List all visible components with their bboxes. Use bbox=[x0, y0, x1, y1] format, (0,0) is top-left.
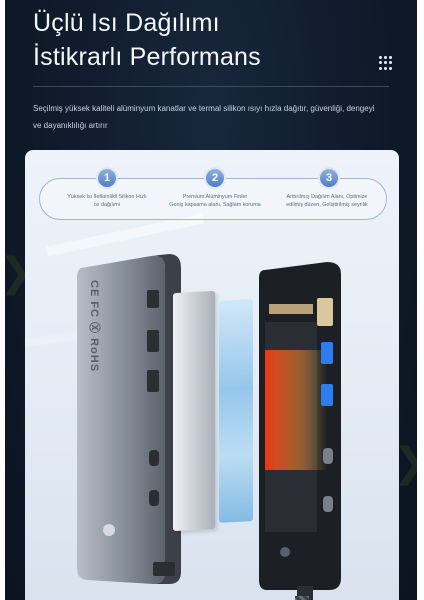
step-2-line-1: Premium Alüminyum Finler bbox=[182, 194, 248, 200]
step-1-text: Yüksek Isı İletkenlikli Silikon Hızlı ıs… bbox=[48, 193, 166, 209]
step-1-line-2: ısı dağılımı bbox=[93, 202, 121, 208]
header-divider bbox=[33, 86, 389, 87]
step-3-line-1: Arttırılmış Dağılım Alanı, Optimize bbox=[286, 194, 368, 200]
step-1-line-1: Yüksek Isı İletkenlikli Silikon Hızlı bbox=[67, 194, 147, 200]
step-3-badge: 3 bbox=[320, 169, 338, 187]
step-2-text: Premium Alüminyum Finler Geniş kapsama a… bbox=[156, 193, 274, 209]
product-panel: 1 Yüksek Isı İletkenlikli Silikon Hızlı … bbox=[25, 150, 399, 600]
title-line-1: Üçlü Isı Dağılımı bbox=[33, 9, 220, 37]
feature-description: Seçilmiş yüksek kaliteli alüminyum kanat… bbox=[33, 104, 375, 130]
usb-hub-open bbox=[257, 260, 347, 600]
title-line-2: İstikrarlı Performans bbox=[33, 43, 261, 71]
certification-marks: CE FC Ⓧ RoHS bbox=[88, 280, 100, 373]
heat-dissipation-steps: 1 Yüksek Isı İletkenlikli Silikon Hızlı … bbox=[39, 169, 387, 220]
usb-cable bbox=[295, 596, 309, 600]
step-3-line-2: edilmiş düzen, Geliştirilmiş seyrilik bbox=[286, 202, 368, 208]
grid-dots-icon[interactable] bbox=[379, 56, 393, 70]
product-banner: Üçlü Isı Dağılımı İstikrarlı Performans … bbox=[5, 0, 417, 600]
step-2-badge: 2 bbox=[206, 169, 224, 187]
thermal-silicone-pad bbox=[219, 299, 253, 523]
step-2-line-2: Geniş kapsama alanı, Sağlam koruma bbox=[169, 202, 261, 208]
aluminum-heatsink-plate bbox=[173, 290, 215, 532]
page-title: Üçlü Isı Dağılımı İstikrarlı Performans bbox=[33, 6, 261, 74]
step-1-badge: 1 bbox=[98, 169, 116, 187]
step-3-text: Arttırılmış Dağılım Alanı, Optimize edil… bbox=[268, 193, 386, 209]
